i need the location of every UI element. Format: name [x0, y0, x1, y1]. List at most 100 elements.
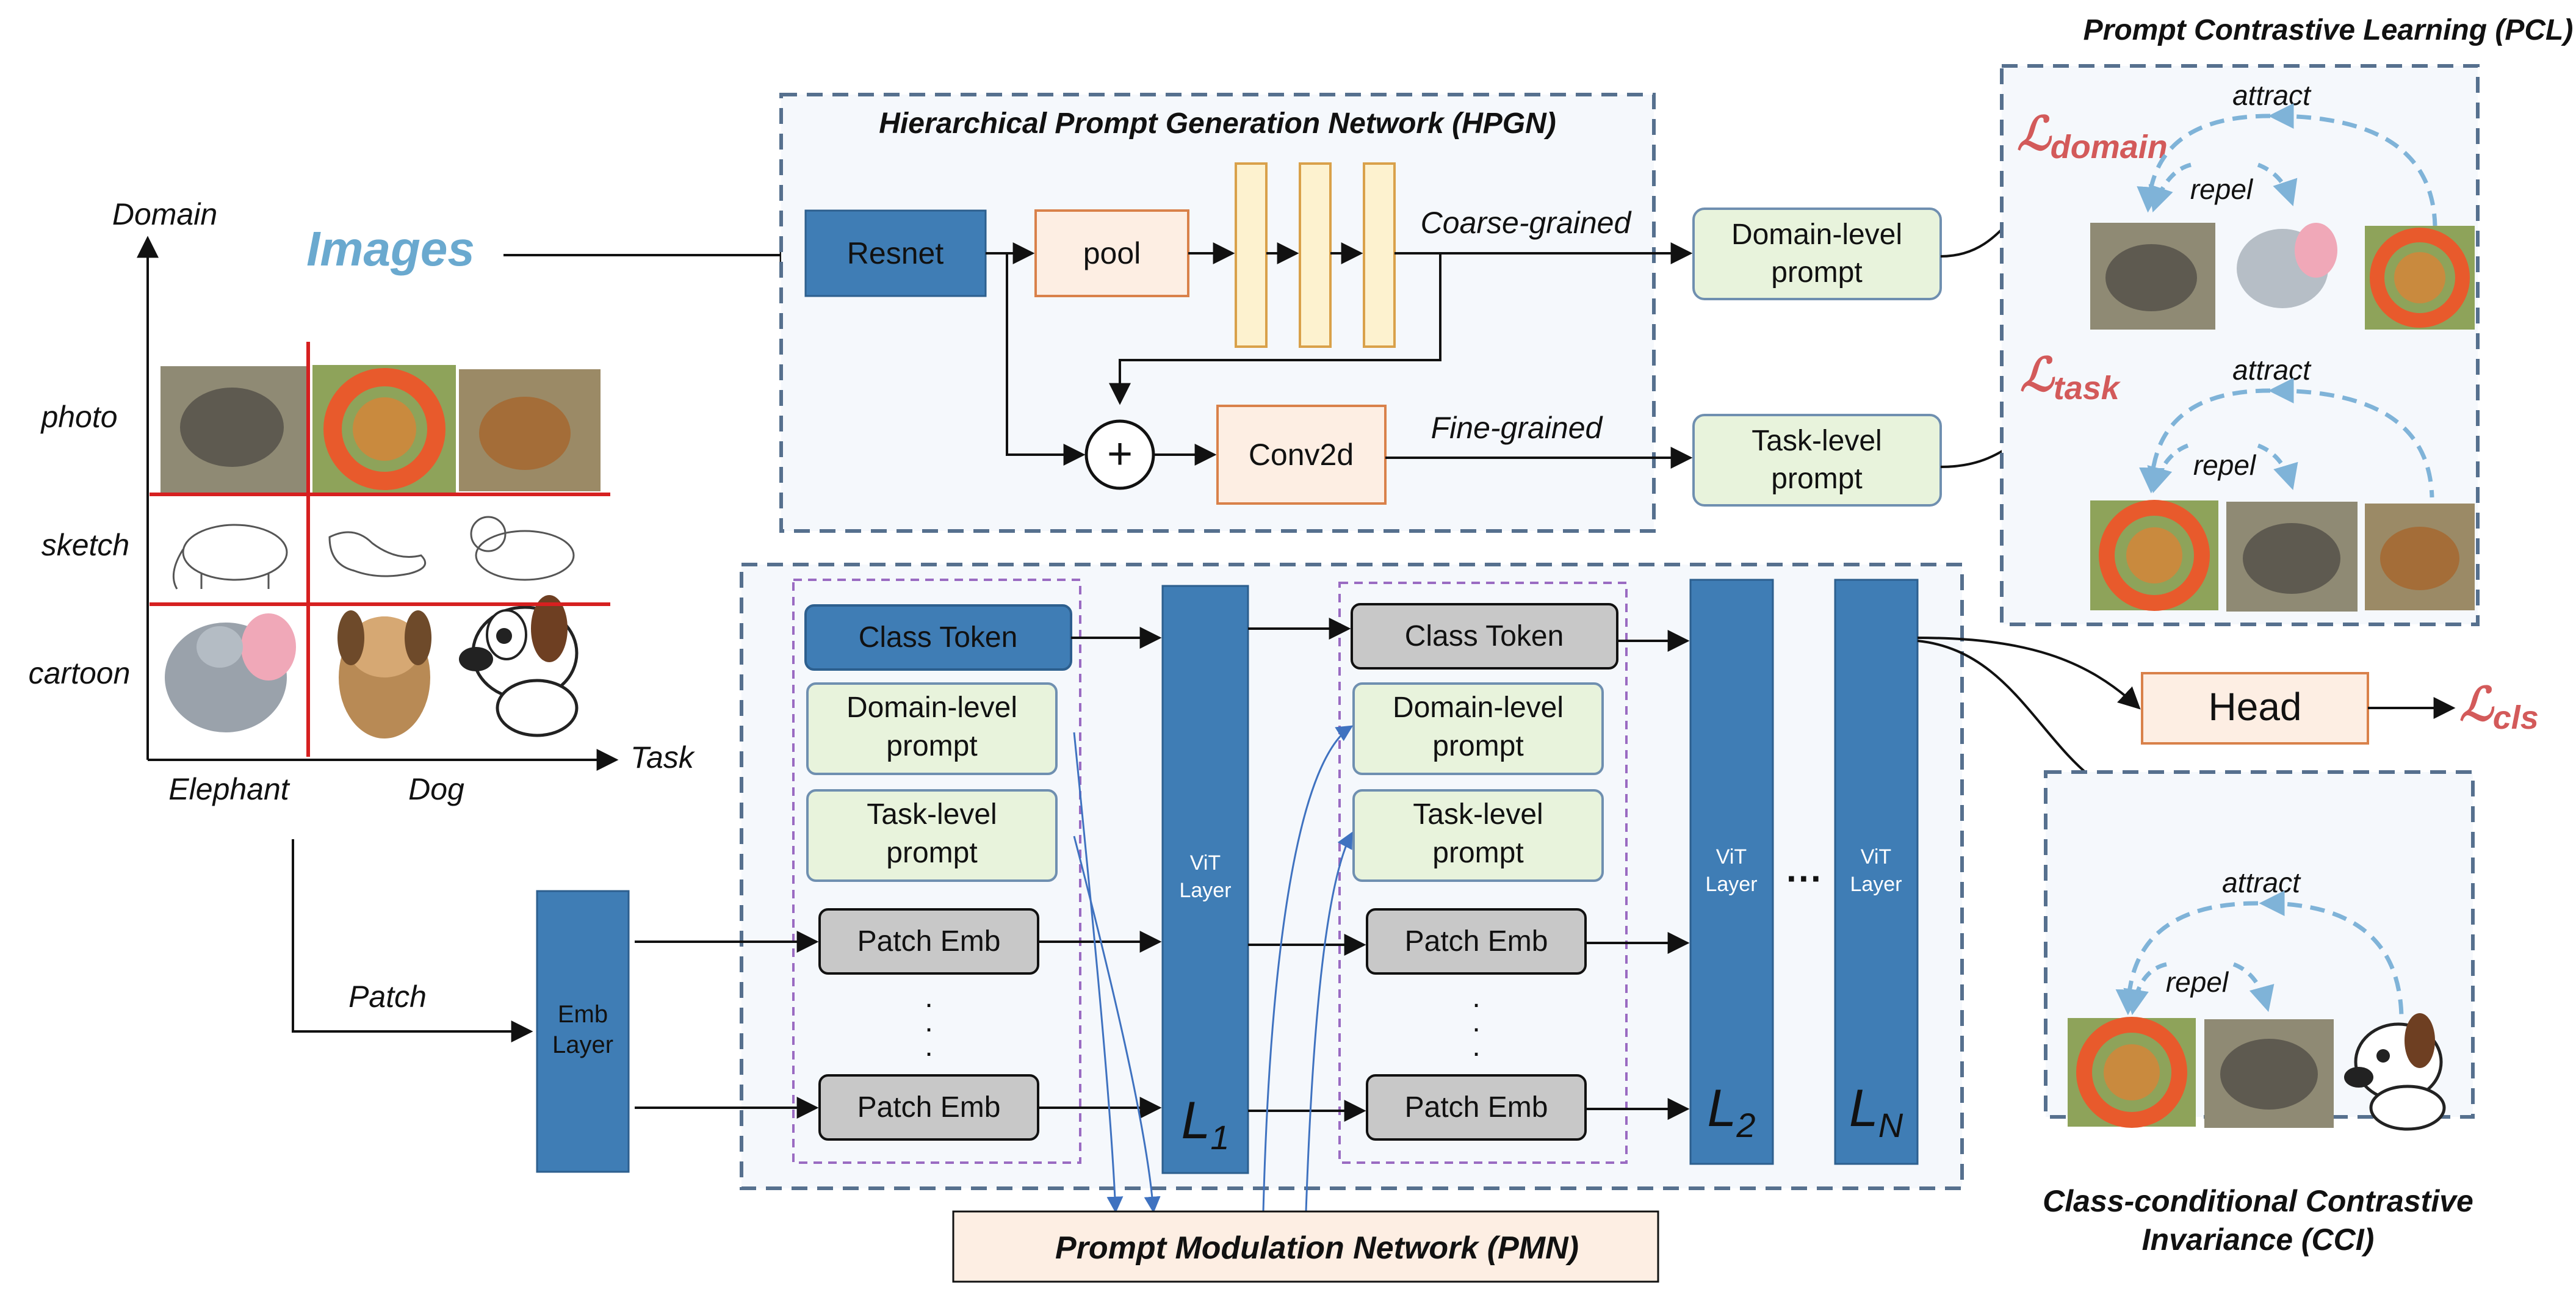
- vdots-1b: .: [925, 1006, 933, 1038]
- vit-layer-n: [1834, 579, 1919, 1165]
- cartoon-elephant-image: [165, 613, 296, 732]
- vdots-1c: .: [925, 1030, 933, 1063]
- cci-title-line2: Invariance (CCI): [2142, 1222, 2375, 1257]
- emb-layer: [536, 890, 630, 1173]
- svg-text:ViT: ViT: [1190, 851, 1221, 875]
- task-prompt-1: Task-level prompt: [806, 789, 1058, 882]
- pcl-repel-label-2: repel: [2193, 449, 2257, 481]
- row-label-cartoon: cartoon: [29, 656, 131, 690]
- coarse-grained-label: Coarse-grained: [1421, 206, 1633, 240]
- cci-attract-label: attract: [2222, 867, 2301, 898]
- svg-text:Task-level: Task-level: [867, 798, 997, 831]
- svg-text:ViT: ViT: [1861, 845, 1891, 868]
- domain-axis-label: Domain: [112, 197, 217, 231]
- svg-text:prompt: prompt: [886, 730, 977, 762]
- prompt-group-2: [1338, 582, 1628, 1164]
- patch-emb-2a: [1366, 908, 1587, 975]
- svg-text:Domain-level: Domain-level: [846, 691, 1017, 724]
- svg-text:Patch Emb: Patch Emb: [1405, 925, 1548, 958]
- feature-block-3: [1363, 162, 1396, 348]
- sketch-dog-image-1: [328, 531, 427, 577]
- resnet-label: Resnet: [847, 236, 944, 270]
- vit-backbone: Class Token Domain-level prompt Task-lev…: [536, 563, 1964, 1213]
- task-prompt-2: Task-level prompt: [1352, 789, 1604, 882]
- svg-text:prompt: prompt: [1771, 256, 1862, 289]
- vdots-2c: .: [1472, 1030, 1480, 1063]
- class-token-2: [1351, 603, 1618, 670]
- hpgn-title: Hierarchical Prompt Generation Network (…: [879, 107, 1556, 140]
- pcl-module: Prompt Contrastive Learning (PCL) ℒdomai…: [2000, 14, 2574, 626]
- svg-text:prompt: prompt: [886, 837, 977, 869]
- cci-title-line1: Class-conditional Contrastive: [2043, 1184, 2473, 1218]
- col-label-dog: Dog: [408, 772, 464, 806]
- pool-block: [1034, 209, 1189, 297]
- domain-prompt-1: Domain-level prompt: [806, 682, 1058, 775]
- row-label-sketch: sketch: [41, 528, 130, 562]
- cci-repel-label: repel: [2166, 966, 2229, 998]
- domain-prompt-2: Domain-level prompt: [1352, 682, 1604, 775]
- pcl-title: Prompt Contrastive Learning (PCL): [2084, 14, 2574, 46]
- svg-text:Layer: Layer: [1179, 879, 1231, 902]
- svg-text:Emb: Emb: [558, 1001, 608, 1028]
- svg-text:prompt: prompt: [1771, 463, 1862, 495]
- prompt-group-1: [792, 579, 1081, 1164]
- svg-text:ViT: ViT: [1716, 845, 1747, 868]
- task-axis-label: Task: [630, 740, 696, 774]
- col-label-elephant: Elephant: [168, 772, 290, 806]
- svg-text:Patch Emb: Patch Emb: [1405, 1091, 1548, 1124]
- images-label: Images: [306, 222, 475, 276]
- layer-l2-label: L2: [1708, 1079, 1756, 1144]
- layer-ln-label: LN: [1849, 1079, 1903, 1144]
- vdots-1a: .: [925, 981, 933, 1014]
- row-label-photo: photo: [40, 400, 117, 434]
- svg-text:Patch Emb: Patch Emb: [857, 925, 1001, 958]
- hpgn-task-prompt: Task-level prompt: [1692, 414, 1942, 507]
- vdots-2a: .: [1472, 981, 1480, 1014]
- svg-text:Domain-level: Domain-level: [1731, 218, 1902, 251]
- layer-l1-label: L1: [1182, 1091, 1230, 1157]
- cartoon-dog-image-2: [459, 595, 579, 737]
- pcl-attract-label-1: attract: [2232, 79, 2312, 111]
- svg-text:Layer: Layer: [552, 1031, 613, 1058]
- loss-cls: ℒcls: [2459, 679, 2539, 736]
- svg-text:Class Token: Class Token: [1405, 620, 1564, 652]
- cci-module: attract repel: [2044, 770, 2475, 1131]
- svg-text:Prompt Modulation Network (PMN: Prompt Modulation Network (PMN): [1055, 1230, 1579, 1266]
- domain-task-grid: Domain Task photo sketch cartoon Elephan…: [29, 197, 696, 1042]
- feature-block-1: [1235, 162, 1268, 348]
- patch-label: Patch: [348, 980, 427, 1014]
- cartoon-dog-image-1: [337, 610, 431, 738]
- pcl-attract-label-2: attract: [2232, 354, 2312, 386]
- svg-text:Patch Emb: Patch Emb: [857, 1091, 1001, 1124]
- sketch-dog-image-2: [470, 516, 575, 581]
- add-symbol: +: [1107, 430, 1133, 478]
- conv2d-label: Conv2d: [1249, 438, 1354, 472]
- svg-text:Class Token: Class Token: [859, 621, 1018, 654]
- svg-text:Domain-level: Domain-level: [1393, 691, 1564, 724]
- svg-text:Head: Head: [2209, 685, 2302, 729]
- pmn-block: Prompt Modulation Network (PMN): [952, 1210, 1659, 1283]
- svg-text:Task-level: Task-level: [1752, 425, 1881, 457]
- loss-domain: ℒdomain: [2017, 108, 2168, 165]
- fine-grained-label: Fine-grained: [1431, 411, 1604, 445]
- hpgn-domain-prompt: Domain-level prompt: [1692, 208, 1942, 300]
- head-block: Head: [2141, 672, 2369, 745]
- pcl-elephant-cartoon-1: [2237, 223, 2337, 308]
- vdots-2b: .: [1472, 1006, 1480, 1038]
- hpgn-module: Hierarchical Prompt Generation Network (…: [779, 93, 1693, 533]
- svg-text:prompt: prompt: [1432, 730, 1523, 762]
- vit-layer-2: [1689, 579, 1774, 1165]
- conv2d-block: [1216, 405, 1387, 505]
- svg-text:Layer: Layer: [1850, 873, 1902, 896]
- pcl-repel-label-1: repel: [2190, 173, 2254, 205]
- feature-block-2: [1299, 162, 1332, 348]
- svg-text:Task-level: Task-level: [1413, 798, 1543, 831]
- vit-layer-1: [1161, 585, 1249, 1174]
- svg-text:Layer: Layer: [1705, 873, 1757, 896]
- svg-text:prompt: prompt: [1432, 837, 1523, 869]
- pool-label: pool: [1083, 236, 1141, 270]
- ellipsis-layers: ···: [1786, 858, 1823, 899]
- sketch-elephant-image: [172, 524, 288, 590]
- patch-emb-2b: [1366, 1074, 1587, 1141]
